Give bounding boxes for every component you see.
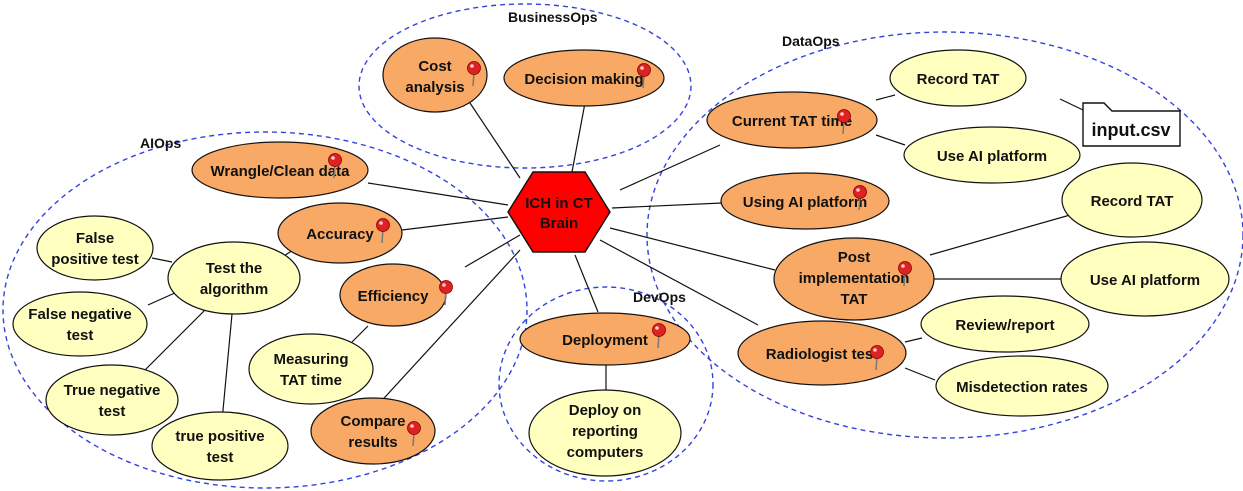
svg-text:Measuring: Measuring bbox=[273, 351, 348, 368]
svg-text:Accuracy: Accuracy bbox=[306, 226, 374, 243]
svg-text:test: test bbox=[99, 403, 126, 420]
svg-text:Compare: Compare bbox=[340, 413, 405, 430]
svg-text:Deployment: Deployment bbox=[562, 332, 648, 349]
node-accuracy[interactable]: Accuracy bbox=[277, 202, 403, 264]
svg-text:True negative: True negative bbox=[64, 382, 161, 399]
node-false-negative-test[interactable]: False negative test bbox=[12, 291, 148, 357]
svg-text:test: test bbox=[67, 327, 94, 344]
node-true-positive-test[interactable]: true positive test bbox=[151, 411, 289, 481]
node-false-positive-test[interactable]: False positive test bbox=[36, 215, 154, 281]
node-record-tat-2[interactable]: Record TAT bbox=[1061, 162, 1203, 238]
svg-text:positive test: positive test bbox=[51, 251, 139, 268]
pins bbox=[328, 61, 912, 447]
svg-text:implementation: implementation bbox=[799, 270, 910, 287]
pin-icon bbox=[439, 280, 453, 306]
node-record-tat-1[interactable]: Record TAT bbox=[889, 49, 1027, 107]
pin-icon bbox=[898, 261, 912, 287]
center-node[interactable] bbox=[507, 171, 611, 253]
svg-text:Using AI platform: Using AI platform bbox=[743, 194, 867, 211]
group-devops-label: DevOps bbox=[633, 289, 686, 305]
group-aiops-outline bbox=[2, 131, 528, 489]
svg-text:Post: Post bbox=[838, 249, 871, 266]
group-dataops-label: DataOps bbox=[782, 33, 840, 49]
center-node-label-line2: Brain bbox=[540, 215, 578, 232]
node-wrangle-clean-data[interactable]: Wrangle/Clean data bbox=[191, 141, 369, 199]
node-use-ai-platform-2[interactable]: Use AI platform bbox=[1060, 241, 1230, 317]
pin-icon bbox=[328, 153, 342, 179]
node-compare-results[interactable]: Compare results bbox=[310, 397, 436, 465]
node-measuring-tat-time[interactable]: Measuring TAT time bbox=[248, 333, 374, 405]
node-cost-analysis[interactable]: Cost analysis bbox=[382, 37, 488, 113]
svg-text:Wrangle/Clean data: Wrangle/Clean data bbox=[211, 163, 351, 180]
file-label: input.csv bbox=[1091, 120, 1170, 140]
svg-text:TAT: TAT bbox=[841, 291, 868, 308]
node-current-tat-time[interactable]: Current TAT time bbox=[706, 91, 878, 149]
file-icon[interactable]: input.csv bbox=[1059, 98, 1181, 147]
svg-text:Efficiency: Efficiency bbox=[358, 288, 430, 305]
svg-text:reporting: reporting bbox=[572, 423, 638, 440]
pin-icon bbox=[637, 63, 651, 89]
center-node-label-line1: ICH in CT bbox=[525, 195, 593, 212]
node-use-ai-platform-1[interactable]: Use AI platform bbox=[903, 126, 1081, 184]
svg-text:Review/report: Review/report bbox=[955, 317, 1054, 334]
pin-icon bbox=[837, 109, 851, 135]
group-aiops-label: AIOps bbox=[140, 135, 181, 151]
svg-text:Use AI platform: Use AI platform bbox=[937, 148, 1047, 165]
group-businessops-outline bbox=[358, 3, 692, 169]
svg-text:Test the: Test the bbox=[206, 260, 262, 277]
node-post-implementation-tat[interactable]: Post implementation TAT bbox=[773, 237, 935, 321]
node-test-the-algorithm[interactable]: Test the algorithm bbox=[167, 241, 301, 315]
node-deployment[interactable]: Deployment bbox=[519, 312, 691, 366]
node-efficiency[interactable]: Efficiency bbox=[339, 263, 447, 327]
svg-text:Record TAT: Record TAT bbox=[1091, 193, 1174, 210]
pin-icon bbox=[407, 421, 421, 447]
group-devops-outline bbox=[498, 286, 714, 482]
svg-text:Misdetection rates: Misdetection rates bbox=[956, 379, 1088, 396]
node-radiologist-test[interactable]: Radiologist test bbox=[737, 320, 907, 386]
svg-text:computers: computers bbox=[567, 444, 644, 461]
svg-text:Use AI platform: Use AI platform bbox=[1090, 272, 1200, 289]
svg-text:Cost: Cost bbox=[418, 58, 451, 75]
node-decision-making[interactable]: Decision making bbox=[503, 49, 665, 107]
svg-text:test: test bbox=[207, 449, 234, 466]
svg-text:Deploy on: Deploy on bbox=[569, 402, 642, 419]
svg-text:False negative: False negative bbox=[28, 306, 131, 323]
svg-text:true positive: true positive bbox=[175, 428, 264, 445]
edges bbox=[144, 94, 1071, 422]
svg-text:Current TAT time: Current TAT time bbox=[732, 113, 852, 130]
svg-text:results: results bbox=[348, 434, 397, 451]
group-businessops-label: BusinessOps bbox=[508, 9, 598, 25]
svg-text:Decision making: Decision making bbox=[524, 71, 643, 88]
svg-text:TAT time: TAT time bbox=[280, 372, 342, 389]
pin-icon bbox=[652, 323, 666, 349]
node-misdetection-rates[interactable]: Misdetection rates bbox=[935, 355, 1109, 417]
node-deploy-on-reporting-computers[interactable]: Deploy on reporting computers bbox=[528, 389, 682, 477]
node-true-negative-test[interactable]: True negative test bbox=[45, 364, 179, 436]
group-dataops-outline bbox=[646, 31, 1243, 439]
node-review-report[interactable]: Review/report bbox=[920, 295, 1090, 353]
pin-icon bbox=[467, 61, 481, 87]
svg-text:Radiologist test: Radiologist test bbox=[766, 346, 879, 363]
pin-icon bbox=[853, 185, 867, 211]
pin-icon bbox=[870, 345, 884, 371]
svg-text:False: False bbox=[76, 230, 114, 247]
node-using-ai-platform[interactable]: Using AI platform bbox=[720, 172, 890, 230]
svg-text:analysis: analysis bbox=[405, 79, 464, 96]
svg-text:Record TAT: Record TAT bbox=[917, 71, 1000, 88]
pin-icon bbox=[376, 218, 390, 244]
svg-text:algorithm: algorithm bbox=[200, 281, 268, 298]
